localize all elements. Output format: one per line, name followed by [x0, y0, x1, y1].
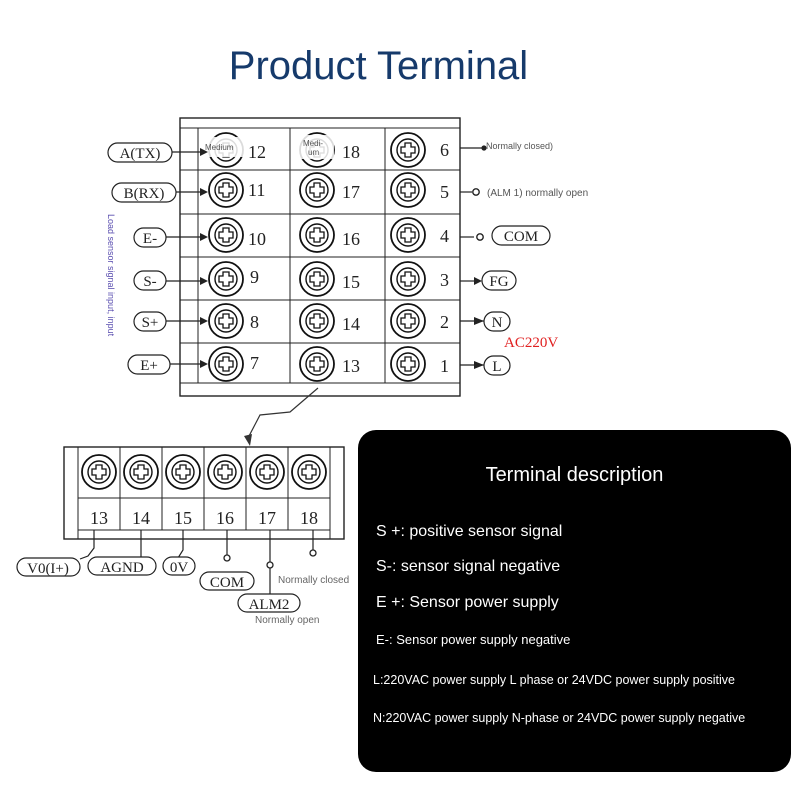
screw-terminal-6: [390, 132, 426, 168]
screw-terminal-15: [299, 261, 335, 297]
screw-terminal-8: [208, 303, 244, 339]
terminal-number: 14: [342, 314, 360, 334]
lower-terminal-number: 18: [300, 508, 318, 528]
terminal-number: 2: [440, 312, 449, 332]
label-com-lower: COM: [210, 575, 244, 591]
terminal-number: 16: [342, 229, 360, 249]
terminal-number: 10: [248, 229, 266, 249]
terminal-number: 5: [440, 182, 449, 202]
lower-terminal-number: 16: [216, 508, 234, 528]
label-normally-closed-6: Normally closed): [486, 141, 553, 151]
label-normally-closed-lower: Normally closed: [278, 575, 349, 586]
description-line: S +: positive sensor signal: [376, 523, 563, 540]
upper-terminal-block: [179, 117, 461, 397]
label-a-tx: A(TX): [120, 146, 161, 162]
screw-terminal-18-lower: [291, 454, 327, 490]
label-fg: FG: [489, 274, 508, 290]
description-line: E-: Sensor power supply negative: [376, 632, 571, 647]
label-agnd: AGND: [100, 560, 143, 576]
terminal-number: 6: [440, 140, 449, 160]
screw-terminal-7: [208, 346, 244, 382]
screw-terminal-16: [299, 217, 335, 253]
label-normally-open-lower: Normally open: [255, 615, 319, 626]
label-ac220v: AC220V: [504, 335, 558, 351]
label-e-plus: E+: [140, 358, 158, 374]
terminal-number: 13: [342, 356, 360, 376]
label-0v: 0V: [170, 560, 189, 576]
screw-terminal-2: [390, 303, 426, 339]
screw-terminal-3: [390, 261, 426, 297]
page-title: Product Terminal: [228, 44, 529, 88]
lower-terminal-number: 15: [174, 508, 192, 528]
label-alm1-normally-open: (ALM 1) normally open: [487, 188, 588, 199]
screw-terminal-10: [208, 217, 244, 253]
terminal-number: 15: [342, 272, 360, 292]
label-v0-i-plus: V0(I+): [27, 561, 69, 577]
label-s-plus: S+: [142, 315, 159, 331]
lower-terminal-number: 13: [90, 508, 108, 528]
terminal-number: 1: [440, 356, 449, 376]
screw-terminal-16-lower: [207, 454, 243, 490]
terminal-description-panel: Terminal description S +: positive senso…: [358, 430, 791, 772]
description-line: S-: sensor signal negative: [376, 558, 561, 575]
terminal-number: 7: [250, 353, 259, 373]
screw-terminal-14: [299, 303, 335, 339]
label-e-minus: E-: [143, 231, 157, 247]
screw-12-note: Medium: [205, 143, 234, 152]
terminal-number: 17: [342, 182, 360, 202]
terminal-number: 3: [440, 270, 449, 290]
screw-terminal-17: [299, 172, 335, 208]
screw-terminal-1: [390, 346, 426, 382]
screw-terminal-5: [390, 172, 426, 208]
label-com: COM: [504, 229, 538, 245]
screw-terminal-4: [390, 217, 426, 253]
terminal-number: 8: [250, 312, 259, 332]
screw-18-note-1: Medi-: [303, 139, 323, 148]
terminal-number: 12: [248, 142, 266, 162]
screw-terminal-9: [208, 261, 244, 297]
terminal-number: 11: [248, 180, 265, 200]
terminal-description-title: Terminal description: [485, 464, 664, 486]
label-n: N: [492, 315, 503, 331]
description-line: N:220VAC power supply N-phase or 24VDC p…: [373, 711, 746, 725]
connector-arrow: [244, 387, 319, 446]
label-l: L: [492, 359, 501, 375]
screw-terminal-17-lower: [249, 454, 285, 490]
screw-18-note-2: um: [308, 148, 319, 157]
terminal-number: 4: [440, 226, 449, 246]
lower-terminal-number: 14: [132, 508, 150, 528]
terminal-number: 9: [250, 267, 259, 287]
description-line: L:220VAC power supply L phase or 24VDC p…: [373, 673, 736, 687]
load-sensor-note: Load sensor signal input, input: [106, 214, 116, 337]
description-line: E +: Sensor power supply: [376, 594, 559, 611]
label-alm2: ALM2: [249, 597, 290, 613]
label-b-rx: B(RX): [124, 186, 165, 202]
label-s-minus: S-: [143, 274, 156, 290]
screw-terminal-13-lower: [81, 454, 117, 490]
lower-terminal-block: [63, 446, 345, 540]
screw-terminal-15-lower: [165, 454, 201, 490]
lower-terminal-number: 17: [258, 508, 276, 528]
screw-terminal-13: [299, 346, 335, 382]
screw-terminal-14-lower: [123, 454, 159, 490]
screw-terminal-11: [208, 172, 244, 208]
terminal-number: 18: [342, 142, 360, 162]
